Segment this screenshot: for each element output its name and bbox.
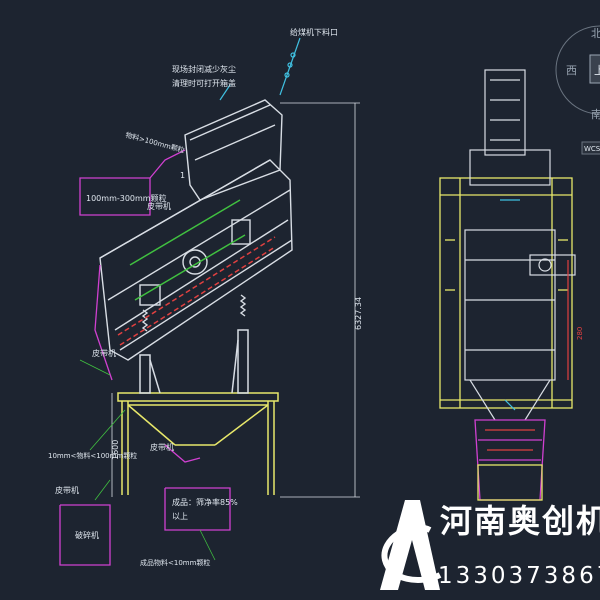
company-name: 河南奥创机械 (440, 502, 600, 540)
compass-west: 西 (566, 64, 577, 77)
product-label-1: 成品：筛净率85% (172, 497, 238, 507)
dimension-support-height: 1600 (111, 440, 120, 460)
range-10-100-label: 10mm<物料<100mm颗粒 (48, 451, 137, 460)
side-view (59, 37, 360, 566)
dimension-total-height: 6327.34 (354, 297, 363, 330)
front-view (439, 69, 576, 501)
product-under-10-label: 成品物料<10mm颗粒 (140, 558, 210, 567)
wcs-button[interactable] (581, 141, 600, 155)
belt-conveyor-label-2: 皮带机 (92, 348, 116, 358)
belt-conveyor-label-3: 皮带机 (150, 442, 174, 452)
dust-cover-label-1: 现场封闭减少灰尘 (172, 64, 236, 74)
dust-cover-label-2: 清理时可打开箱盖 (172, 78, 236, 88)
view-cube[interactable] (555, 25, 600, 115)
company-phone: 13303738672 (438, 563, 600, 589)
compass-north: 北 (591, 27, 600, 40)
belt-conveyor-label-4: 皮带机 (55, 485, 79, 495)
dimension-small: 280 (576, 327, 584, 340)
crusher-label: 破碎机 (75, 530, 99, 540)
belt-conveyor-label-1: 皮带机 (147, 201, 171, 211)
product-label-2: 以上 (172, 512, 188, 521)
range-100-300-label: 100mm-300mm颗粒 (86, 193, 167, 203)
company-logo (380, 500, 442, 590)
material-over-100-label: 物料>100mm颗粒 (124, 130, 185, 154)
compass-south: 南 (591, 108, 600, 121)
wcs-label: WCS (584, 145, 600, 153)
arrow-number-label: 1 (180, 171, 185, 180)
feeder-outlet-label: 给煤机下料口 (290, 27, 338, 37)
view-cube-top-button[interactable]: 上 (594, 64, 600, 77)
